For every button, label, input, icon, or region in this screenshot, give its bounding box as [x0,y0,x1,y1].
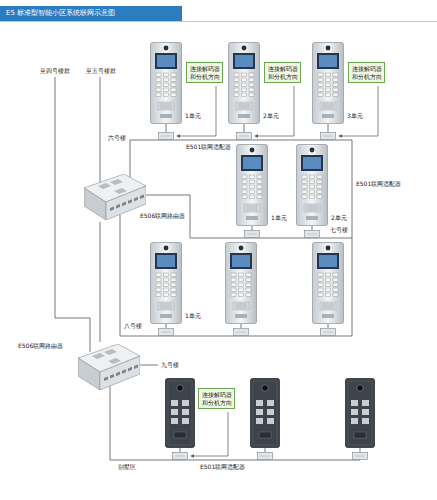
leader-lines [177,86,378,456]
adapters [159,133,368,460]
diagram-label: 至五号楼群 [86,67,116,74]
diagram-label: 七号楼 [330,226,348,233]
diagram-label: E501联网适配器 [356,180,401,187]
diagram-label: 1单元 [271,214,287,221]
diagram-label: E501联网适配器 [186,143,231,150]
villa-stations [166,379,375,448]
router-label: E506联网路由器 [140,212,185,219]
diagram-label: 3单元 [347,112,363,119]
connector [100,222,101,342]
callout-text: 连接解码器 和分机方向 [351,65,382,80]
diagram-label: 1单元 [185,112,201,119]
callout-box: 连接解码器 和分机方向 [186,62,223,83]
callout-box: 连接解码器 和分机方向 [348,62,385,83]
door-stations [151,43,344,324]
callout-text: 连接解码器 和分机方向 [189,65,220,80]
diagram-label: E501联网适配器 [200,463,245,470]
router-symbol [78,344,140,390]
diagram-label: 2单元 [331,214,347,221]
diagram-label: 九号楼 [161,361,179,368]
router-label: E506联网路由器 [18,342,63,349]
router-symbol [84,174,146,220]
callout-text: 连接解码器 和分机方向 [267,65,298,80]
wires [55,77,360,460]
diagram-label: 至四号楼群 [40,67,70,74]
title-bar [0,6,182,21]
diagram-label: 八号楼 [124,322,142,329]
diagram-label: 六号楼 [108,134,126,141]
router-node: E506联网路由器 [84,174,196,222]
callout-text: 连接解码器 和分机方向 [201,391,232,406]
callout-box: 连接解码器 和分机方向 [264,62,301,83]
diagram-label: 别墅区 [118,463,136,470]
router-node: E506联网路由器 [18,342,140,388]
diagram-label: 2单元 [263,112,279,119]
callout-box: 连接解码器 和分机方向 [198,388,235,409]
title-rule [0,21,437,22]
diagram-title: E5 标准型智能小区系统联网示意图 [6,8,115,19]
diagram-label: 1单元 [185,312,201,319]
